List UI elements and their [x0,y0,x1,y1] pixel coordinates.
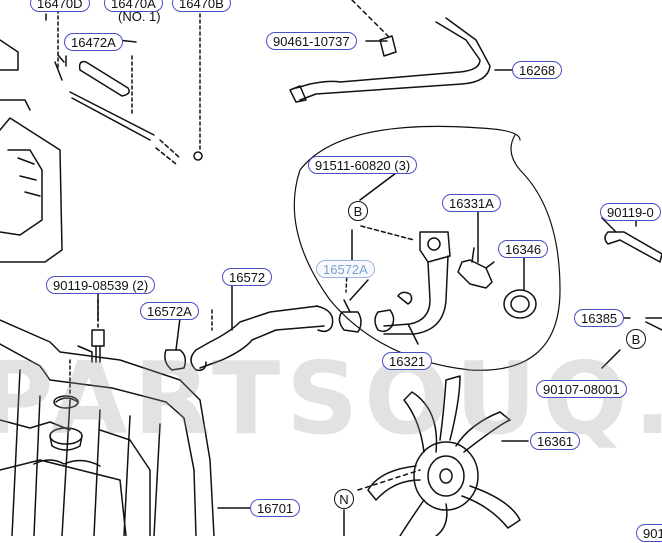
part-label-16572[interactable]: 16572 [222,268,273,286]
part-label-16321[interactable]: 16321 [382,352,433,370]
hose-16268 [295,21,481,89]
fan-16361 [367,375,521,536]
part-label-90119-08539[interactable]: 90119-08539 (2) [46,276,156,294]
water-outlet-16321 [419,231,451,263]
bolt-90119 [91,329,105,363]
part-label-16331a[interactable]: 16331A [442,194,501,212]
part-label-90461-10737[interactable]: 90461-10737 [266,32,357,50]
radiator-cap [49,427,83,445]
clamp-16572a-upper [338,311,362,333]
callout-b-right: B [626,329,646,349]
hose-16572 [195,305,325,369]
detail-outline [293,125,561,371]
reservoir-tank [0,117,63,263]
part-label-16268[interactable]: 16268 [512,61,563,79]
part-label-16572a[interactable]: 16572A [140,302,199,320]
callout-n: N [334,489,354,509]
part-label-16470a[interactable]: 16470A [104,0,163,12]
part-label-16701[interactable]: 16701 [250,499,301,517]
gasket-16346 [503,289,537,319]
part-label-16361[interactable]: 16361 [530,432,581,450]
part-label-91511-60820[interactable]: 91511-60820 (3) [308,156,418,174]
part-label-90119-top[interactable]: 90119-0 [600,203,661,221]
part-label-16346[interactable]: 16346 [498,240,549,258]
part-label-16385[interactable]: 16385 [574,309,625,327]
radiator-16701 [0,319,215,536]
part-label-16472a[interactable]: 16472A [64,33,123,51]
part-label-901-bottom[interactable]: 901 [636,524,662,542]
clamp-16572a-lower [164,349,187,371]
bolt-90119-right [604,231,662,263]
clamp-90461 [379,35,397,57]
part-note-no1: (NO. 1) [118,9,161,24]
callout-b-upper: B [348,201,368,221]
part-label-16470b[interactable]: 16470B [172,0,231,12]
hose-16472a [78,60,130,97]
part-label-90107-08001[interactable]: 90107-08001 [536,380,627,398]
sensor-16331a [457,259,493,289]
part-label-16572a-highlight[interactable]: 16572A [316,260,375,278]
part-label-16470d[interactable]: 16470D [30,0,90,12]
